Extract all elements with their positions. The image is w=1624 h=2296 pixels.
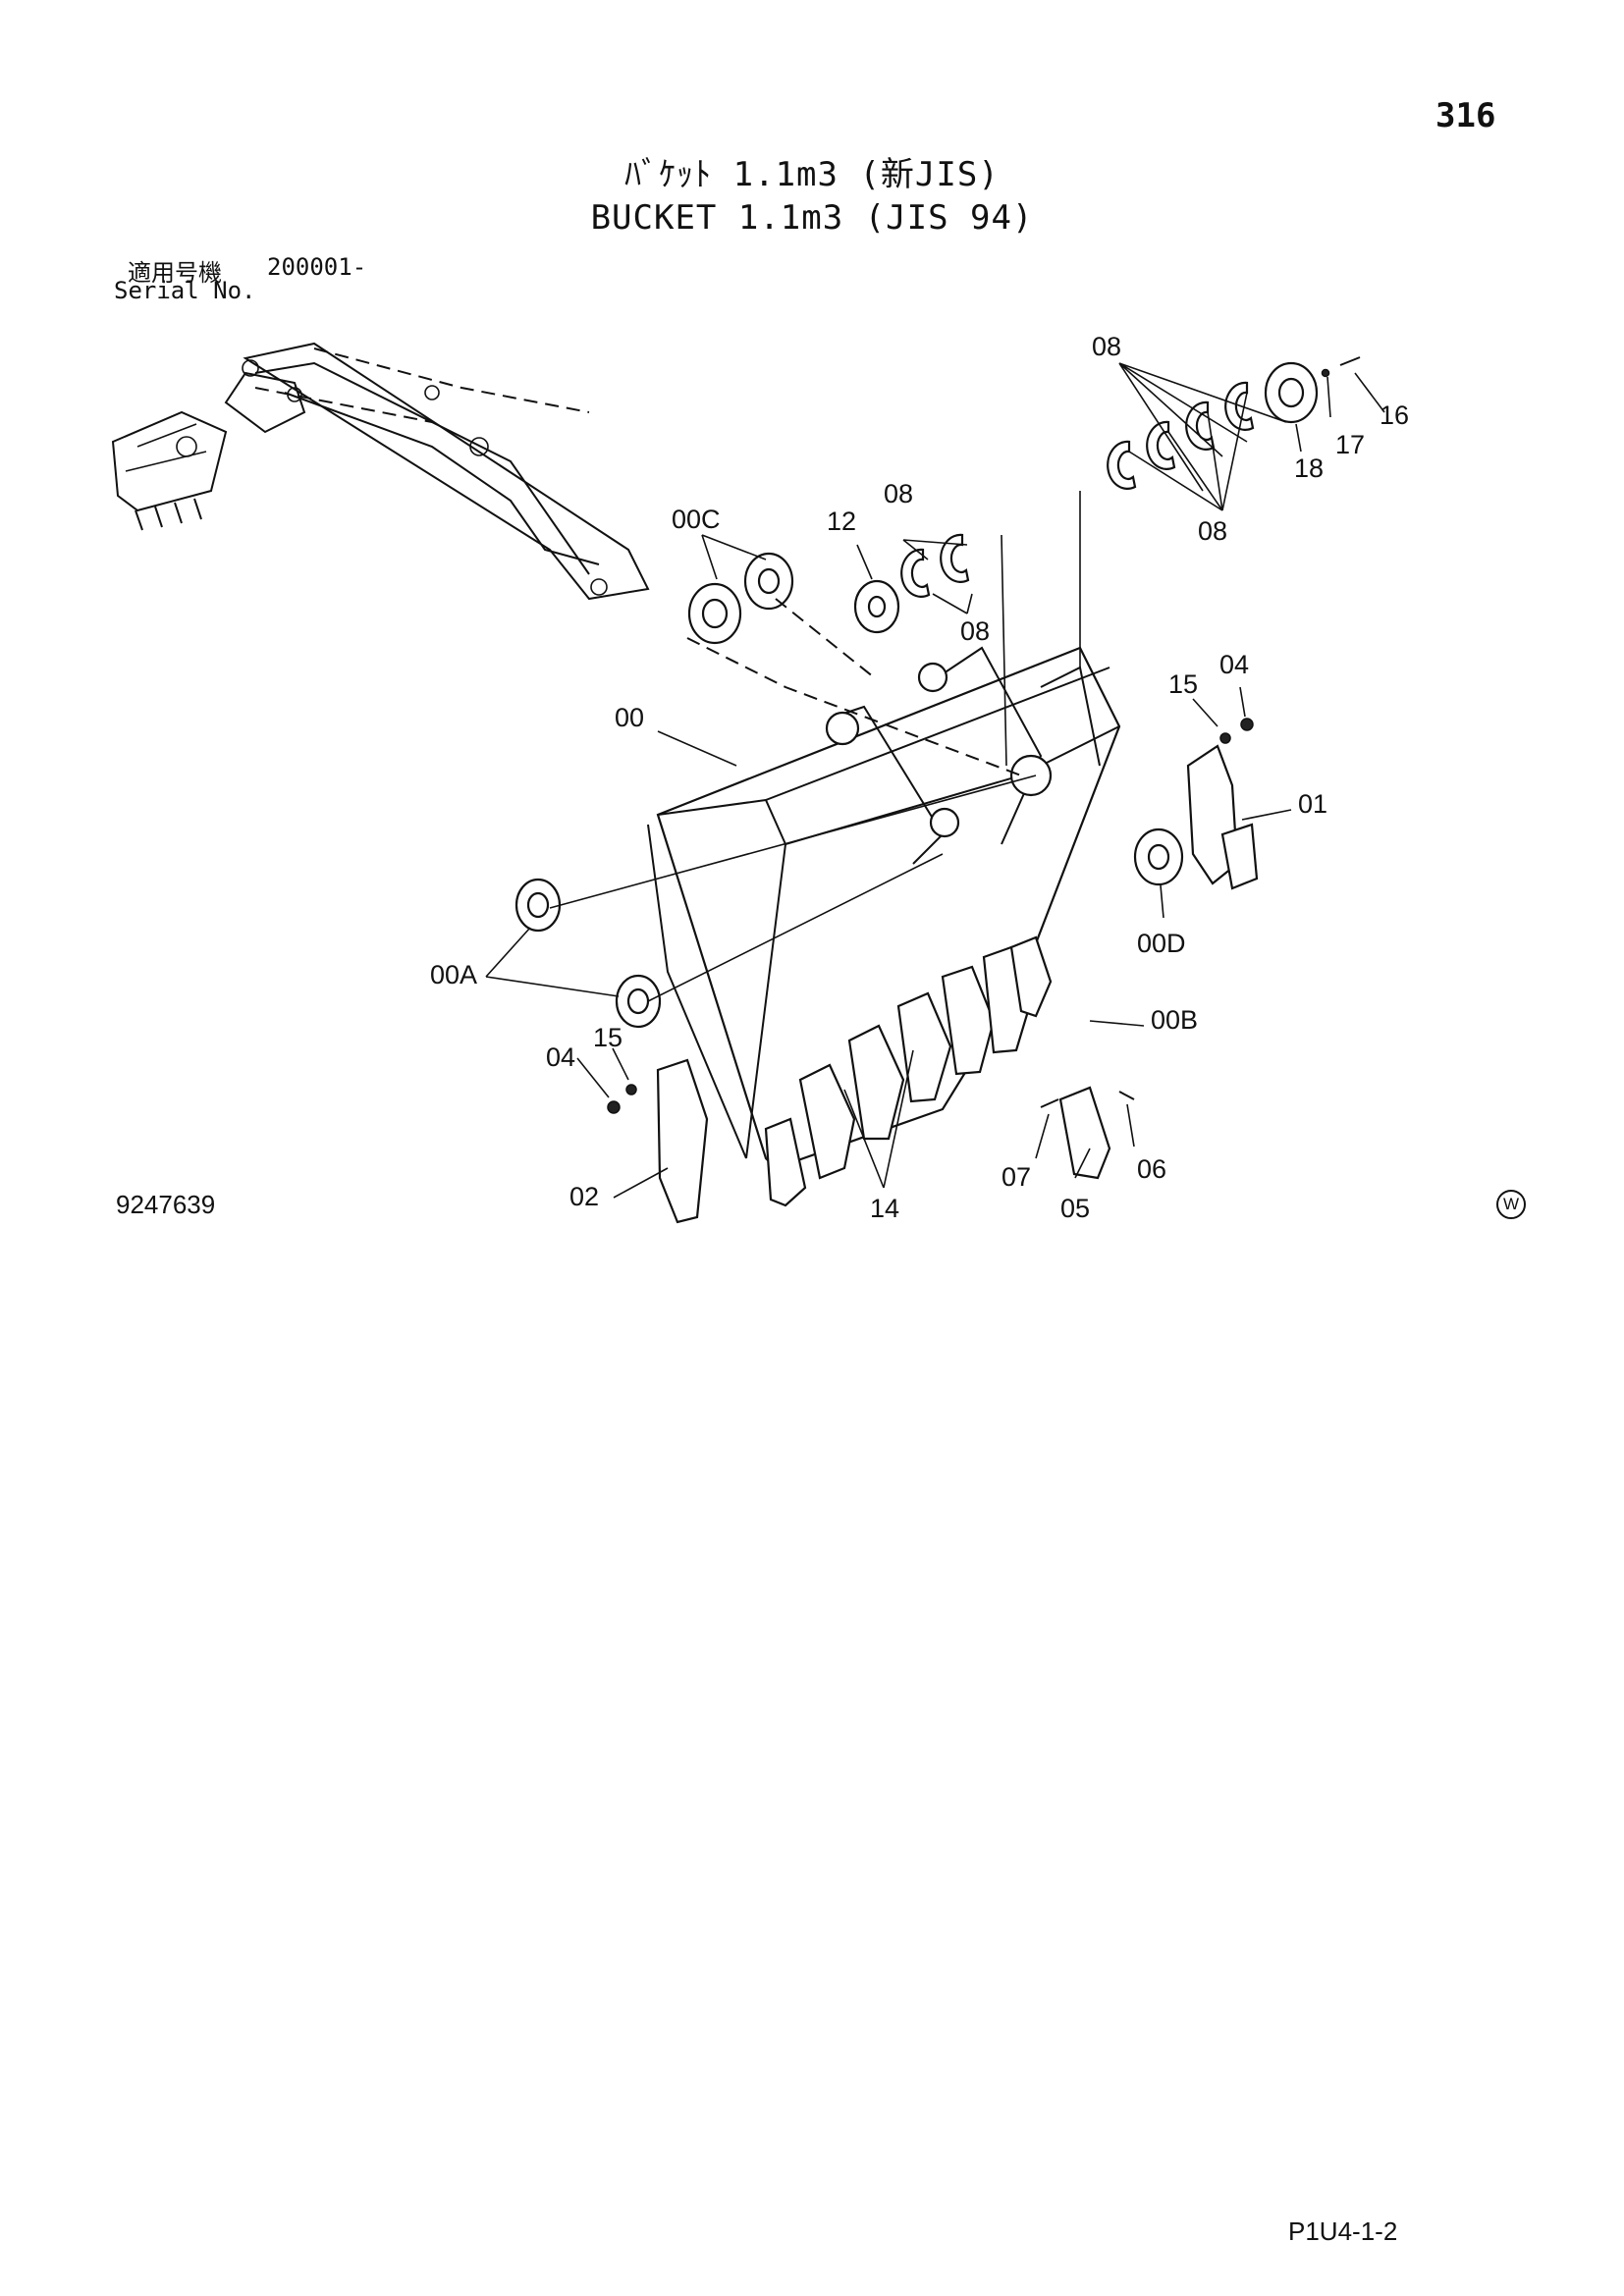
callout-05: 05 [1060,1194,1090,1223]
callout-17: 17 [1335,430,1365,459]
callout-08-center: 08 [884,479,913,508]
callout-08-lower: 08 [960,616,990,646]
callout-00: 00 [615,703,644,732]
callout-08-right: 08 [1198,516,1227,546]
callout-labels: 08 16 17 18 08 00C 12 08 08 15 04 00 01 … [430,332,1409,1223]
callout-04-right: 04 [1219,650,1249,679]
callout-00B: 00B [1151,1005,1198,1035]
page-code: P1U4-1-2 [1288,2216,1398,2246]
w-circle-icon: W [1496,1190,1526,1219]
drawing-number: 9247639 [116,1190,216,1219]
callout-01: 01 [1298,789,1327,819]
title-japanese: ﾊﾞｹｯﾄ 1.1m3 (新JIS) [624,155,1000,194]
side-cutters [656,744,1259,1224]
callout-14: 14 [870,1194,899,1223]
callout-02: 02 [569,1182,599,1211]
bucket-parts-diagram: 08 16 17 18 08 00C 12 08 08 15 04 00 01 … [111,332,1409,1224]
small-hardware [607,356,1361,1114]
callout-16: 16 [1380,400,1409,430]
page-number: 316 [1435,96,1496,135]
shims [900,381,1255,598]
leader-lines [485,362,1385,1199]
callout-12: 12 [827,507,856,536]
callout-15-right: 15 [1168,669,1198,699]
bucket-teeth [764,935,1111,1207]
callout-00A: 00A [430,960,477,989]
callout-04-left: 04 [546,1042,575,1072]
serial-label-english: Serial No. [114,277,256,304]
callout-06: 06 [1137,1154,1166,1184]
callout-18: 18 [1294,454,1324,483]
excavator-arm-overview [111,342,650,601]
callout-00C: 00C [672,505,721,534]
callout-08-top: 08 [1092,332,1121,361]
title-english: BUCKET 1.1m3 (JIS 94) [590,198,1034,238]
serial-label-japanese: 適用号機 [128,259,222,287]
bucket-body [647,646,1121,1170]
serial-number-range: 200001- [267,253,367,281]
bushings-and-seals [514,361,1319,1029]
callout-00D: 00D [1137,929,1186,958]
callout-15-left: 15 [593,1023,623,1052]
callout-07: 07 [1001,1162,1031,1192]
